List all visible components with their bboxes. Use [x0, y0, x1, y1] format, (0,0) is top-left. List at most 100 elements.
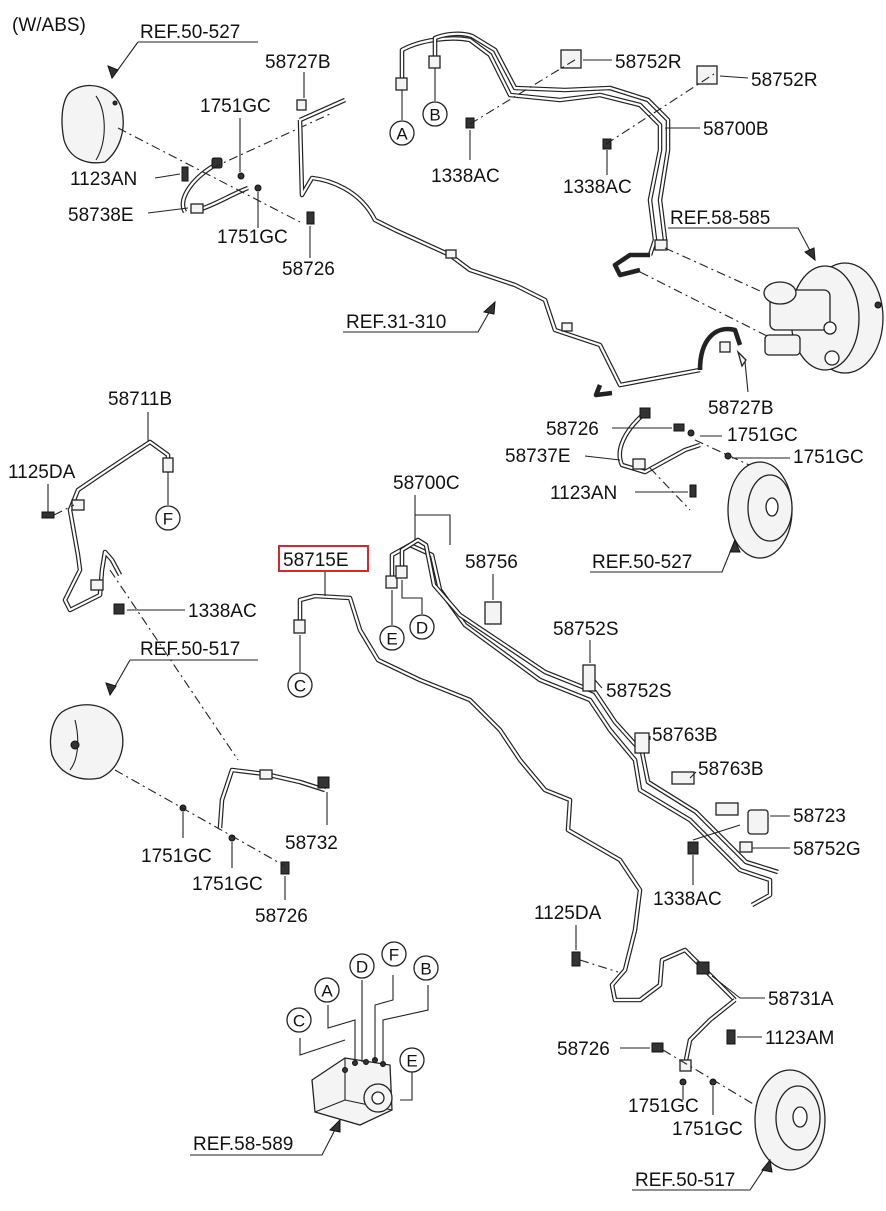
label-1338AC-left: 1338AC	[188, 601, 257, 622]
fitting-A	[395, 77, 408, 91]
leader-58752R-b	[719, 75, 749, 79]
rotor-center	[765, 497, 779, 517]
line-58700B-a-in	[400, 37, 662, 256]
centerline-booster-b	[639, 271, 776, 341]
fitting-right	[719, 341, 731, 353]
arrow-ref-58-589	[328, 1118, 341, 1133]
line-58700C-a-in	[390, 543, 772, 906]
label-58726-right: 58726	[546, 419, 599, 440]
label-58732: 58732	[285, 833, 338, 854]
rear-lines-group	[293, 537, 779, 1003]
booster-port-b	[823, 321, 837, 335]
label-58726-top: 58726	[282, 259, 335, 280]
leader-58737E	[584, 455, 621, 461]
clip-left-b	[90, 579, 104, 591]
connector-abs-C: C	[286, 1007, 312, 1033]
centerline-rear-left	[114, 769, 286, 867]
label-58763B-a: 58763B	[652, 725, 718, 746]
line-58715E-in	[298, 594, 736, 1002]
rear-left-brake-group	[49, 704, 330, 875]
label-1338AC-a: 1338AC	[431, 166, 500, 187]
svg-text:E: E	[406, 1052, 417, 1071]
joint-58723	[747, 809, 769, 835]
bolt-1123AN-right	[689, 484, 697, 498]
leader-58763B-b	[689, 771, 697, 779]
leader-1123AN-top	[154, 173, 181, 179]
arrow-ref-58-585	[804, 247, 816, 262]
bolt-58726-left	[280, 861, 290, 875]
hose-58737E-in	[618, 412, 701, 474]
hose-fitting-58731A	[696, 961, 710, 975]
line-end-left	[593, 384, 613, 398]
hose-bracket	[190, 203, 204, 214]
label-1123AN-right: 1123AN	[550, 483, 617, 504]
svg-text:C: C	[294, 677, 306, 696]
part-labels: REF.50-527 58727B 1751GC 1123AN 58738E 1…	[8, 22, 864, 1191]
label-58726-left: 58726	[255, 906, 308, 927]
label-58756: 58756	[465, 552, 518, 573]
connector-top-B: B	[422, 68, 448, 127]
clip-58756	[484, 601, 502, 625]
clip-58752S-a	[582, 664, 596, 692]
hose-fitting	[211, 157, 223, 169]
washer-1751GC-d	[724, 452, 732, 460]
nut-1338AC-c	[687, 841, 699, 855]
label-1751GC-d: 1751GC	[793, 447, 864, 468]
leader-ref-50-517-left	[109, 659, 258, 696]
label-1751GC-a: 1751GC	[200, 96, 271, 117]
line-58711B-in	[63, 440, 170, 612]
rear-left-line-group	[41, 439, 239, 761]
fitting-F	[162, 457, 174, 473]
svg-text:F: F	[163, 510, 173, 529]
bolt-1125DA-right	[571, 951, 581, 967]
label-1338AC-c: 1338AC	[653, 889, 722, 910]
connector-abs-F: F	[381, 941, 407, 967]
centerline-booster-a	[664, 247, 781, 301]
fitting-booster	[654, 239, 668, 251]
connector-left-F: F	[155, 472, 181, 531]
label-1751GC-c: 1751GC	[727, 425, 798, 446]
label-1123AM: 1123AM	[765, 1028, 834, 1049]
leader-58752S-b	[594, 679, 603, 689]
centerline-rear-right	[662, 1049, 781, 1121]
label-1751GC-h: 1751GC	[672, 1119, 743, 1140]
connector-abs-B: B	[413, 955, 439, 981]
label-58727B-right: 58727B	[708, 398, 774, 419]
clip-58752G	[739, 841, 753, 853]
hose-58732-in	[218, 768, 326, 829]
leader-E-D	[391, 580, 423, 625]
backing-plate-hole	[70, 740, 80, 750]
svg-text:A: A	[396, 125, 408, 144]
label-58738E: 58738E	[68, 205, 134, 226]
label-58727B-top: 58727B	[265, 52, 331, 73]
line-58700C-b-in	[400, 538, 779, 874]
label-1751GC-b: 1751GC	[217, 227, 288, 248]
label-58723: 58723	[793, 806, 846, 827]
bolt-58726-right	[673, 423, 685, 432]
bolt-1125DA-left	[41, 511, 55, 519]
svg-text:E: E	[386, 630, 397, 649]
nut-1338AC-left	[113, 603, 125, 615]
label-ref-58-589: REF.58-589	[193, 1134, 293, 1155]
label-58752S-a: 58752S	[553, 619, 619, 640]
leader-ref-58-589	[190, 1119, 341, 1156]
bolt-1123AN-top	[181, 166, 189, 182]
label-1125DA-left: 1125DA	[8, 462, 76, 483]
centerline-top-left	[117, 127, 301, 223]
label-ref-50-517-left: REF.50-517	[140, 639, 240, 660]
label-58763B-b: 58763B	[698, 759, 764, 780]
abs-port-d	[363, 1059, 369, 1065]
label-ref-58-585: REF.58-585	[670, 208, 770, 229]
brake-booster	[763, 262, 884, 374]
connector-mid-E: E	[379, 625, 405, 651]
label-58752S-b: 58752S	[606, 681, 672, 702]
hose-bracket-right	[632, 458, 646, 470]
centerline-clip-b	[605, 73, 715, 145]
arrow-ref-50-527-top	[107, 65, 119, 80]
connector-mid-C: C	[287, 672, 313, 698]
label-1338AC-b: 1338AC	[563, 177, 632, 198]
leader-1338AC-c	[692, 824, 741, 885]
washer-1751GC-c	[687, 429, 695, 437]
line-58711B-out	[62, 439, 171, 613]
